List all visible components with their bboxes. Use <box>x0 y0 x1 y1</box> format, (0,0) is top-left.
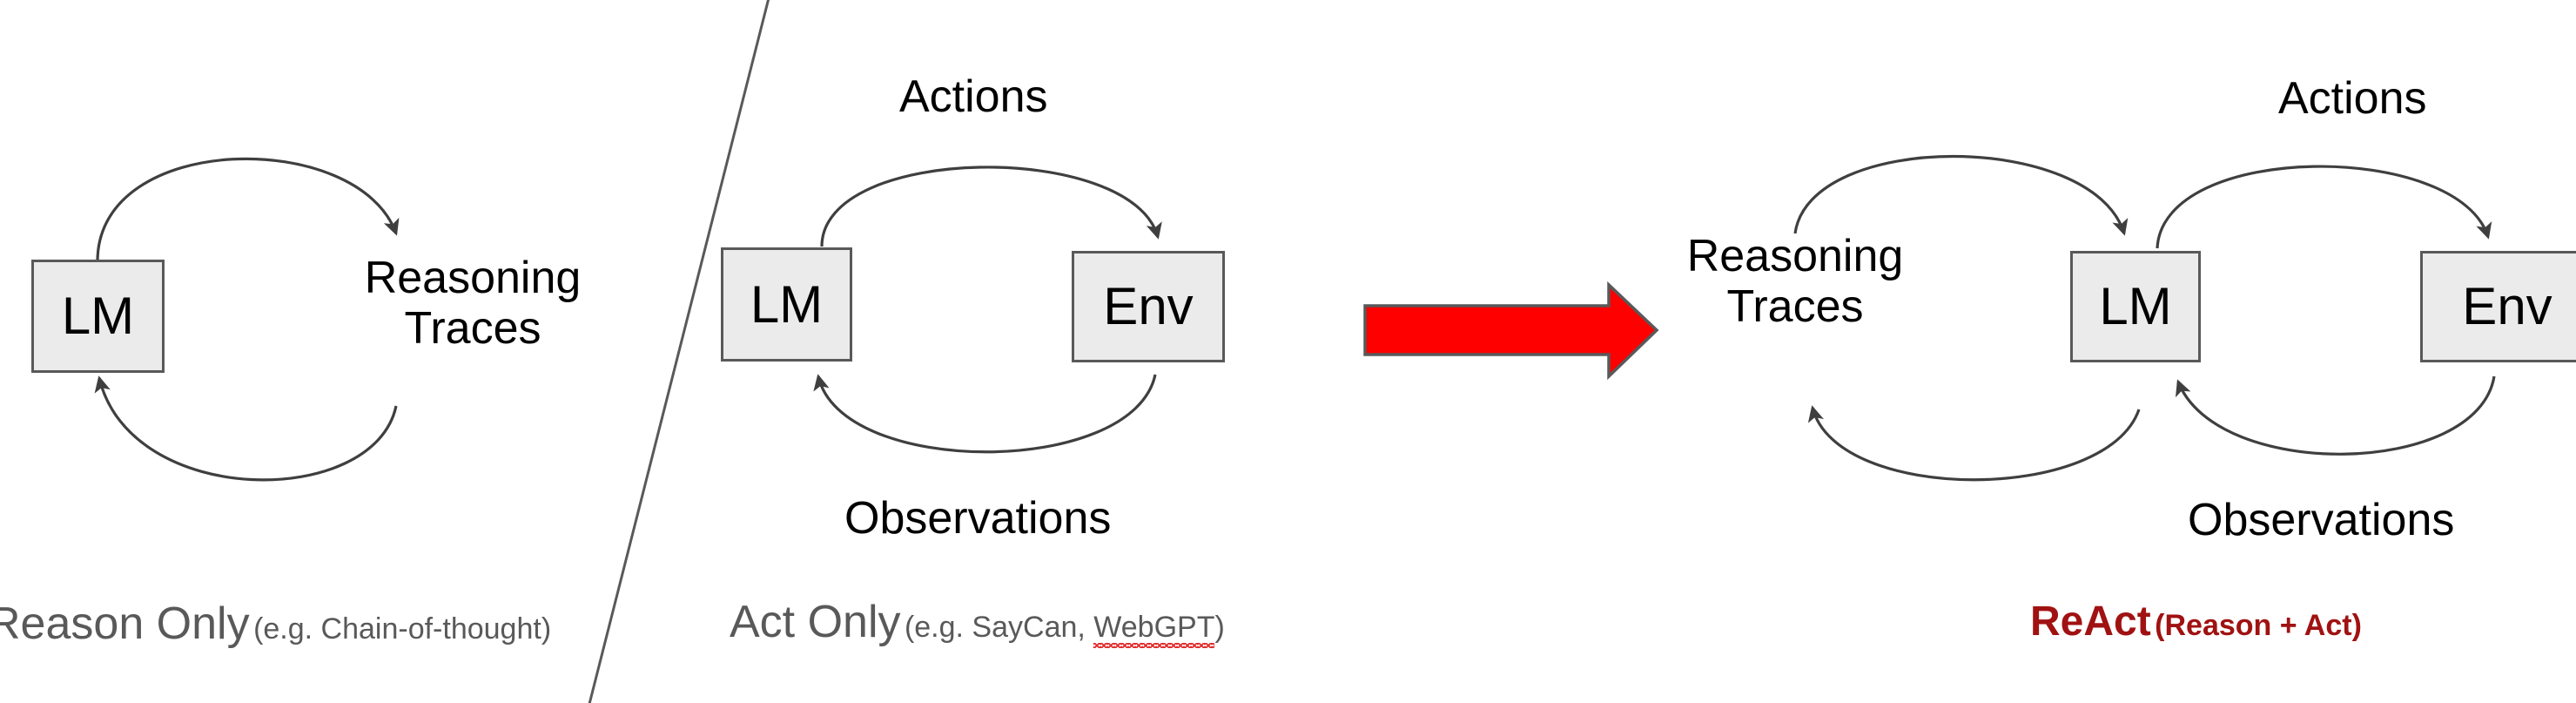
arc-reasoning-traces-to-lm-react <box>1793 154 2129 236</box>
edge-label-line1: Reasoning <box>1686 231 1904 281</box>
arc-lm-to-reasoning-traces-react <box>1807 405 2141 482</box>
edge-label-line2: Traces <box>404 303 541 355</box>
panel-reason-only-arcs <box>94 157 400 482</box>
caption-main: ReAct <box>2030 598 2151 645</box>
edge-label-line1: Reasoning <box>364 253 582 303</box>
edge-label-actions-react: Actions <box>2278 73 2427 124</box>
caption-react: ReAct (Reason + Act) <box>2030 601 2362 643</box>
node-env-act-only[interactable]: Env <box>1072 251 1225 362</box>
node-label: LM <box>61 287 135 345</box>
node-lm-react[interactable]: LM <box>2070 251 2201 362</box>
red-transform-arrow <box>1363 281 1659 381</box>
node-env-react[interactable]: Env <box>2420 251 2576 362</box>
node-label: LM <box>750 274 824 334</box>
arc-actions-lm-to-env-react <box>2156 165 2492 249</box>
panel-act-only-arcs <box>813 166 1162 454</box>
arc-observations-env-to-lm <box>813 374 1157 454</box>
caption-sub-after: ) <box>1214 611 1225 644</box>
caption-sub-before: (e.g. SayCan, <box>904 611 1094 644</box>
caption-main: Reason Only <box>0 598 250 649</box>
edge-label-line1: Observations <box>844 493 1112 544</box>
red-arrow-shape <box>1363 281 1659 381</box>
arc-observations-env-to-lm-react <box>2176 375 2496 456</box>
edge-label-actions-act-only: Actions <box>899 71 1048 122</box>
caption-sub: (e.g. Chain-of-thought) <box>253 612 552 646</box>
arc-reasoning-traces-to-lm <box>94 375 398 482</box>
arc-actions-lm-to-env <box>820 166 1162 247</box>
caption-main: Act Only <box>730 597 901 647</box>
edge-label-reasoning-traces-react: Reasoning Traces <box>1665 231 1926 332</box>
caption-sub: (Reason + Act) <box>2155 609 2362 642</box>
edge-label-line2: Traces <box>1726 281 1864 333</box>
panel-divider-line <box>588 0 770 703</box>
node-lm-reason-only[interactable]: LM <box>31 260 165 373</box>
edge-label-observations-act-only: Observations <box>844 493 1111 544</box>
edge-label-line1: Observations <box>2188 495 2455 545</box>
caption-misspelled-word: WebGPT <box>1093 611 1215 648</box>
node-label: LM <box>2099 277 2172 335</box>
arc-lm-to-reasoning-traces <box>96 157 400 262</box>
edge-label-line1: Actions <box>899 71 1048 122</box>
caption-reason-only: Reason Only (e.g. Chain-of-thought) <box>0 601 551 646</box>
node-lm-act-only[interactable]: LM <box>721 247 852 362</box>
node-label: Env <box>2462 277 2552 335</box>
edge-label-observations-react: Observations <box>2188 495 2454 545</box>
panel-react-arcs <box>1793 154 2496 482</box>
edge-label-reasoning-traces-reason-only: Reasoning Traces <box>346 253 599 354</box>
caption-act-only: Act Only (e.g. SayCan, WebGPT) <box>730 597 1225 648</box>
node-label: Env <box>1103 277 1194 335</box>
edge-label-line1: Actions <box>2278 73 2427 124</box>
